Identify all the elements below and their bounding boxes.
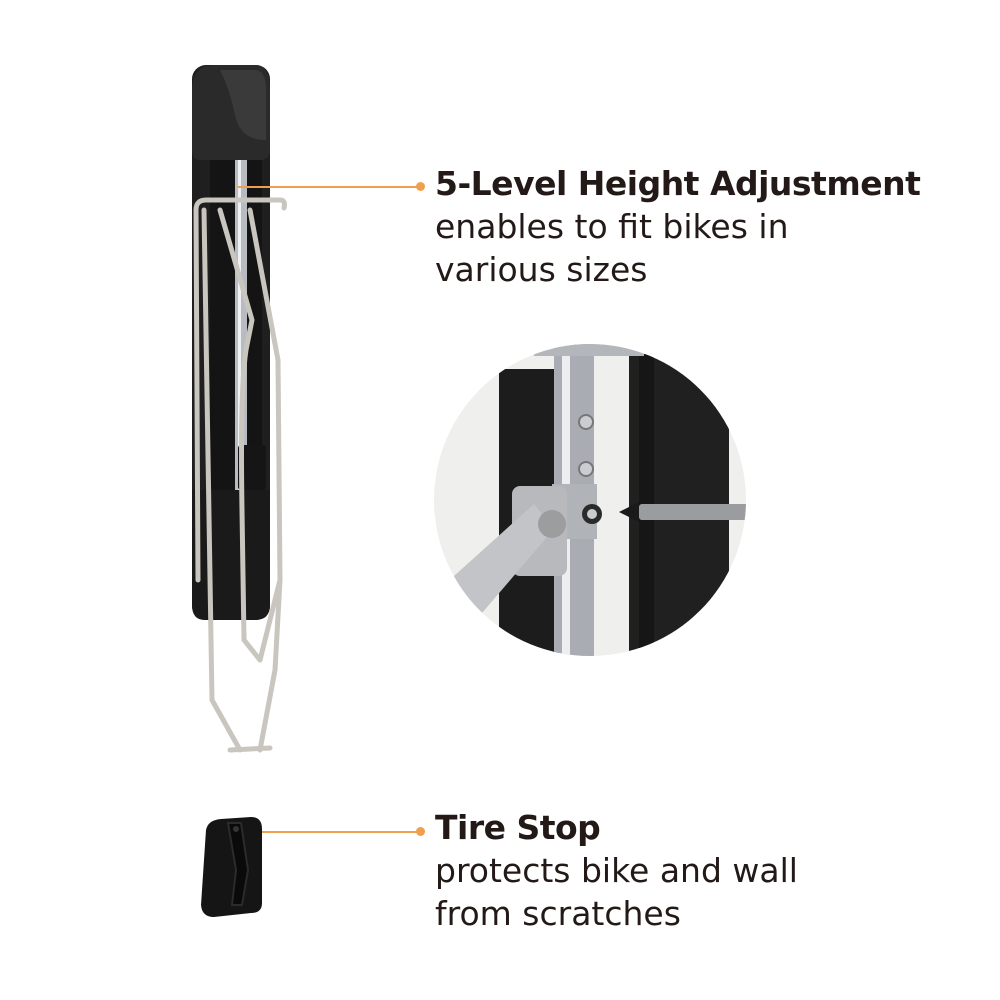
feature-description-line: enables to fit bikes in [435, 207, 789, 246]
feature-title: Tire Stop [435, 808, 601, 847]
tire-stop-product-image [196, 815, 266, 920]
feature-height-adjustment: 5-Level Height Adjustment enables to fit… [435, 164, 921, 291]
callout-line-height [238, 186, 420, 188]
callout-line-tire-stop [262, 831, 420, 833]
feature-description-line: from scratches [435, 894, 681, 933]
callout-dot-height [416, 182, 425, 191]
callout-dot-tire-stop [416, 827, 425, 836]
feature-description-line: various sizes [435, 250, 648, 289]
feature-description-line: protects bike and wall [435, 851, 798, 890]
bike-rack-product-image [180, 60, 300, 770]
height-adjustment-detail-image [434, 344, 746, 656]
feature-title: 5-Level Height Adjustment [435, 164, 921, 203]
feature-tire-stop: Tire Stop protects bike and wall from sc… [435, 808, 798, 935]
